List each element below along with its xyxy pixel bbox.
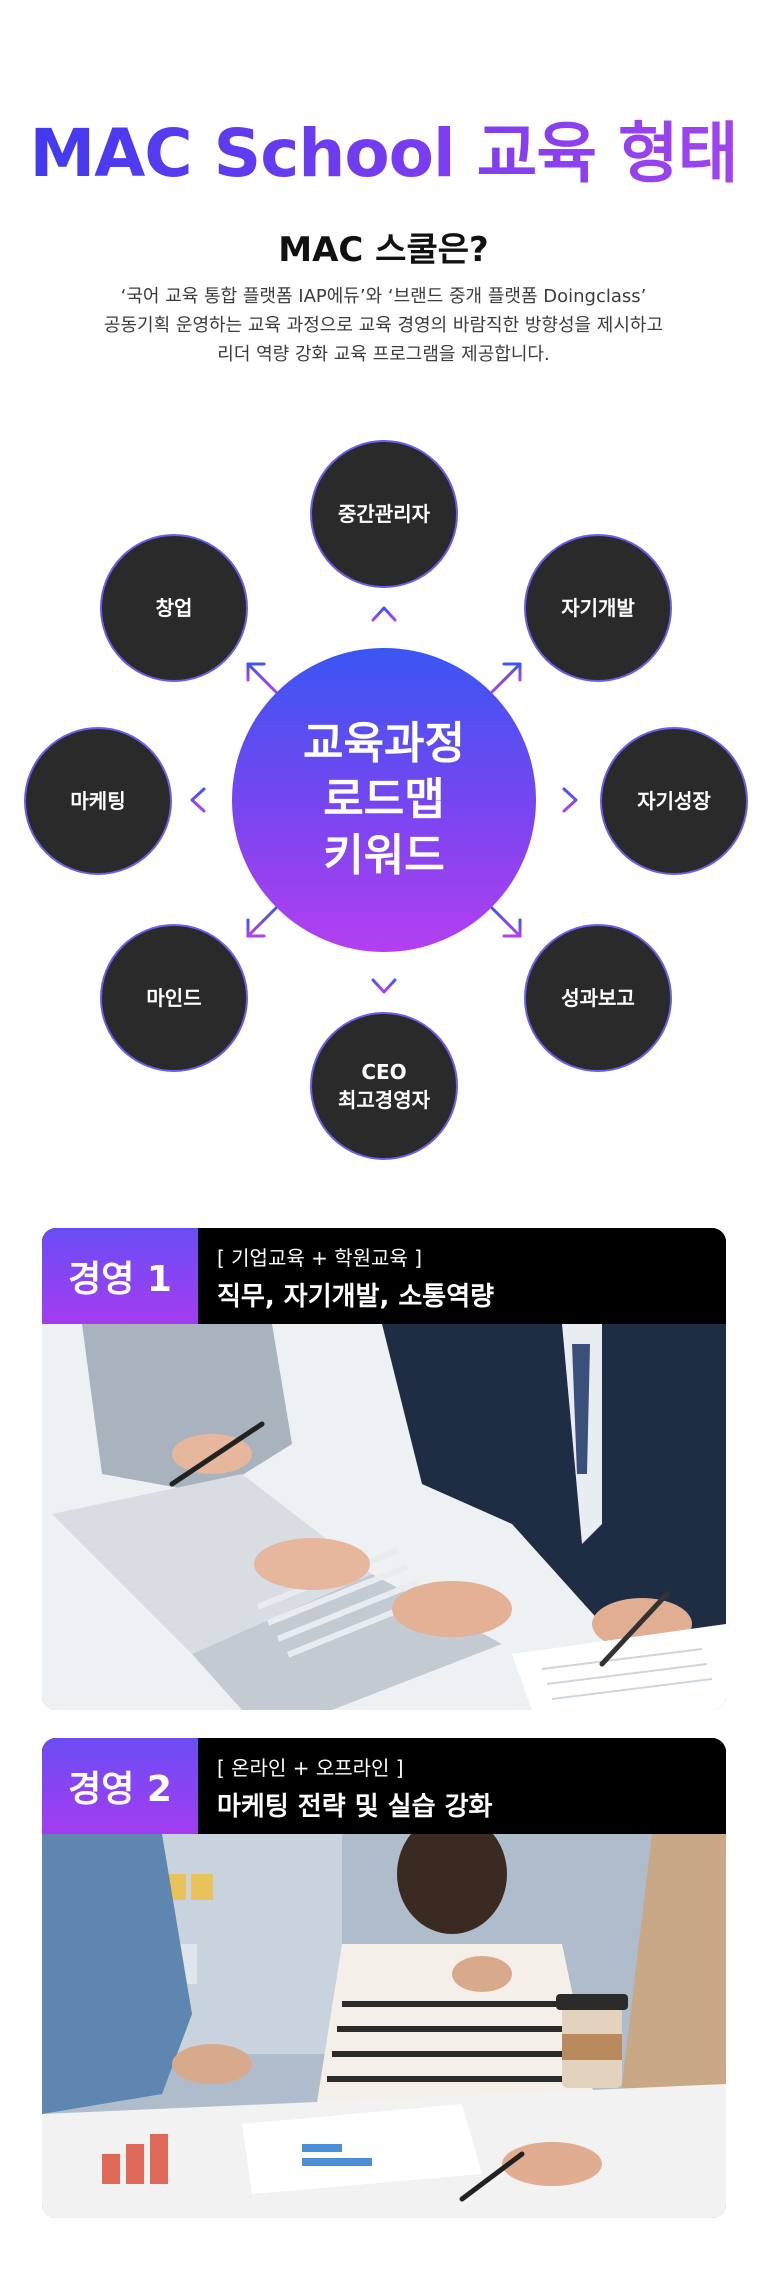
arrow-left-icon <box>190 787 230 813</box>
node-bottom-left: 마인드 <box>100 924 248 1072</box>
course-card-2: 경영 2 [ 온라인 + 오프라인 ] 마케팅 전략 및 실습 강화 <box>42 1738 726 2218</box>
arrow-up-icon <box>371 606 397 646</box>
node-top: 중간관리자 <box>310 440 458 588</box>
node-bottom: CEO 최고경영자 <box>310 1012 458 1160</box>
card-number: 경영 1 <box>42 1228 198 1324</box>
node-right: 자기성장 <box>600 727 748 875</box>
team-meeting-photo <box>42 1834 726 2218</box>
section-subtitle: MAC 스쿨은? <box>278 230 489 270</box>
arrow-down-icon <box>371 954 397 994</box>
intro-line: 공동기획 운영하는 교육 과정으로 교육 경영의 바람직한 방향성을 제시하고 <box>103 315 664 336</box>
center-line: 로드맵 <box>323 774 445 825</box>
arrow-down-left-icon <box>246 906 278 938</box>
team-meeting-illustration <box>42 1834 726 2218</box>
arrow-up-left-icon <box>246 662 278 694</box>
card-tag: [ 온라인 + 오프라인 ] <box>217 1756 404 1780</box>
intro-line: ‘국어 교육 통합 플랫폼 IAP에듀’와 ‘브랜드 중개 플랫폼 Doingc… <box>120 286 647 307</box>
card-header: 경영 2 [ 온라인 + 오프라인 ] 마케팅 전략 및 실습 강화 <box>42 1738 726 1834</box>
node-bottom-line: 최고경영자 <box>338 1088 430 1112</box>
arrow-down-right-icon <box>490 906 522 938</box>
course-card-1: 경영 1 [ 기업교육 + 학원교육 ] 직무, 자기개발, 소통역량 <box>42 1228 726 1710</box>
center-line: 교육과정 <box>303 718 465 769</box>
center-keyword-circle: 교육과정 로드맵 키워드 <box>232 648 536 952</box>
laptop-meeting-illustration <box>42 1324 726 1710</box>
diagram-arrows <box>190 606 578 994</box>
page-title: MAC School 교육 형태 <box>0 100 767 196</box>
card-number: 경영 2 <box>42 1738 198 1834</box>
card-tag: [ 기업교육 + 학원교육 ] <box>217 1246 422 1270</box>
node-top-right: 자기개발 <box>524 534 672 682</box>
arrow-up-right-icon <box>490 662 522 694</box>
node-top-left: 창업 <box>100 534 248 682</box>
arrow-right-icon <box>538 787 578 813</box>
card-headline: 마케팅 전략 및 실습 강화 <box>217 1792 493 1822</box>
card-headline: 직무, 자기개발, 소통역량 <box>217 1282 495 1312</box>
keyword-diagram: 교육과정 로드맵 키워드 중간관리자 자기개발 자기성장 성과보고 CEO 최고… <box>0 430 767 1170</box>
card-header: 경영 1 [ 기업교육 + 학원교육 ] 직무, 자기개발, 소통역량 <box>42 1228 726 1324</box>
node-left: 마케팅 <box>24 727 172 875</box>
intro-text: ‘국어 교육 통합 플랫폼 IAP에듀’와 ‘브랜드 중개 플랫폼 Doingc… <box>40 282 727 369</box>
intro-line: 리더 역량 강화 교육 프로그램을 제공합니다. <box>217 344 550 365</box>
business-meeting-photo <box>42 1324 726 1710</box>
center-line: 키워드 <box>323 830 445 881</box>
node-bottom-line: CEO <box>361 1060 407 1084</box>
node-bottom-right: 성과보고 <box>524 924 672 1072</box>
